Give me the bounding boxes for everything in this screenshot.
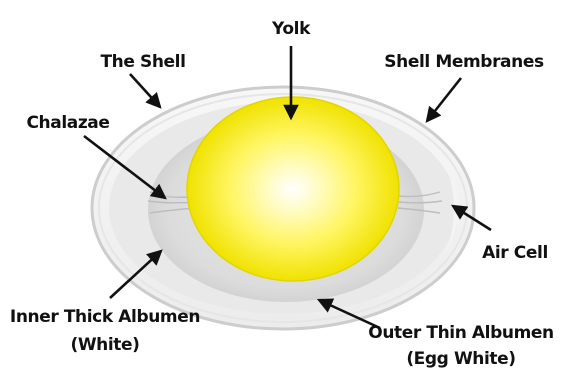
label-outer-albumen-line1: Outer Thin Albumen	[368, 323, 553, 343]
label-inner-albumen-line1: Inner Thick Albumen	[10, 307, 200, 327]
label-the-shell: The Shell	[100, 52, 185, 72]
label-inner-albumen-line2: (White)	[70, 335, 139, 355]
label-yolk: Yolk	[271, 19, 311, 39]
yolk	[187, 97, 399, 281]
label-shell-membranes: Shell Membranes	[384, 52, 544, 72]
label-outer-albumen-line2: (Egg White)	[406, 349, 515, 369]
label-chalazae: Chalazae	[26, 113, 109, 133]
label-air-cell: Air Cell	[482, 243, 548, 263]
shell-leader	[130, 74, 160, 107]
shell-membranes-leader	[427, 78, 461, 121]
